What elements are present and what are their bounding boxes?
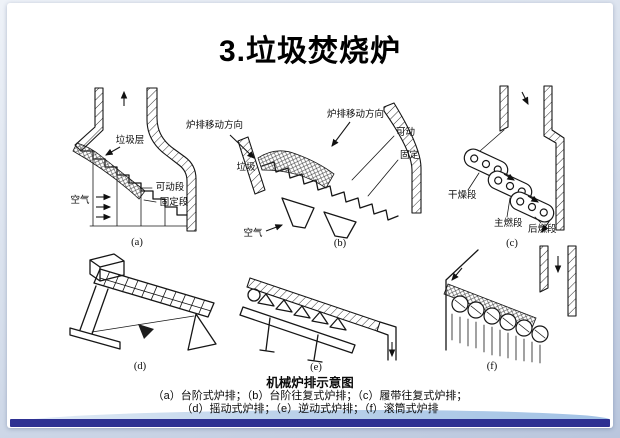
fixed-leader	[143, 199, 157, 203]
label-fixed: 固定	[400, 149, 420, 161]
feed-arrow	[521, 91, 529, 105]
air-arrow	[265, 224, 284, 232]
flow-arrow-2	[527, 195, 539, 203]
main-leader	[506, 197, 511, 218]
diagram-f: (f)	[443, 245, 577, 372]
grate-elements	[257, 293, 347, 331]
grate-slats	[103, 271, 205, 315]
ash-comb-bars	[451, 313, 541, 364]
diagram-e: (e)	[239, 277, 397, 373]
feed-arrow	[451, 267, 463, 281]
fixed-leader	[367, 159, 399, 197]
furnace-right-wall	[383, 102, 422, 214]
slide-title: 3.垃圾焚烧炉	[218, 35, 402, 68]
waste-layer-leader	[105, 146, 121, 156]
base-rail	[69, 327, 121, 350]
caption-line-2: （d）摇动式炉排；（e）逆动式炉排；（f）滚筒式炉排	[181, 403, 439, 415]
label-waste: 垃圾	[236, 161, 256, 173]
discharge-chute	[376, 321, 397, 361]
ash-drop-arrow	[541, 219, 551, 233]
label-fixed-section: 固定段	[160, 196, 189, 208]
direction-arrow-left	[229, 134, 255, 159]
caption-line-1: （a）台阶式炉排；（b）台阶往复式炉排；（c）履带往复式炉排；	[152, 390, 468, 402]
support-legs	[259, 317, 323, 363]
drive-block	[89, 253, 125, 282]
flow-arrow-1	[503, 173, 515, 181]
diagram-b: 炉排移动方向 炉排移动方向 可动 固定 垃圾 空气 (b)	[186, 102, 422, 249]
caption-title: 机械炉排示意图	[266, 376, 354, 390]
tag-c: (c)	[506, 238, 518, 249]
tag-d: (d)	[134, 361, 147, 372]
tag-a: (a)	[131, 237, 143, 248]
left-boundary	[445, 249, 479, 351]
furnace-left-wall	[74, 87, 104, 152]
tag-e: (e)	[310, 362, 322, 373]
label-grate-direction-right: 炉排移动方向	[327, 108, 384, 120]
feed-chute-wall	[237, 136, 266, 195]
after-leader	[534, 216, 542, 224]
label-waste-layer: 垃圾层	[116, 134, 145, 146]
right-support	[187, 313, 217, 351]
grate-deck-midline	[99, 277, 212, 312]
rollers	[451, 295, 549, 343]
channel-right-wall	[567, 245, 577, 317]
figure-caption: 机械炉排示意图 （a）台阶式炉排；（b）台阶往复式炉排；（c）履带往复式炉排； …	[0, 376, 620, 416]
grate-supports	[89, 158, 188, 227]
diagram-c: 干燥段 主燃段 后燃段 (c)	[448, 85, 565, 249]
diagram-d: (d)	[69, 253, 217, 372]
waste-layer-band	[72, 142, 146, 200]
rocker-cam	[138, 324, 154, 339]
diagonal-brace	[91, 315, 195, 333]
label-movable-section: 可动段	[156, 181, 185, 193]
left-legs	[79, 285, 109, 335]
label-main-combustion: 主燃段	[494, 217, 523, 229]
waste-pile	[257, 150, 335, 189]
furnace-right-wall	[146, 87, 197, 232]
drying-leader	[467, 172, 480, 191]
label-air: 空气	[70, 194, 90, 206]
channel-left-wall	[539, 245, 549, 293]
diagram-a: 空气 垃圾层 可动段 固定段 (a)	[70, 87, 197, 248]
direction-arrow-right	[331, 121, 351, 147]
tag-b: (b)	[334, 238, 347, 249]
label-movable: 可动	[396, 127, 415, 138]
tag-f: (f)	[487, 361, 498, 372]
bottom-accent-bar	[10, 419, 610, 427]
lower-duct-wall	[239, 306, 356, 354]
label-drying-section: 干燥段	[448, 189, 477, 201]
label-grate-direction-left: 炉排移动方向	[186, 119, 243, 131]
feed-roller	[247, 288, 261, 302]
channel-right-wall	[543, 85, 565, 231]
movable-leader	[351, 135, 395, 181]
channel-left-wall	[499, 85, 509, 132]
feed-guide	[479, 129, 505, 152]
label-after-combustion: 后燃段	[528, 223, 557, 235]
label-air: 空气	[243, 227, 263, 239]
air-hopper-2	[323, 211, 357, 239]
air-hopper-1	[281, 197, 315, 229]
